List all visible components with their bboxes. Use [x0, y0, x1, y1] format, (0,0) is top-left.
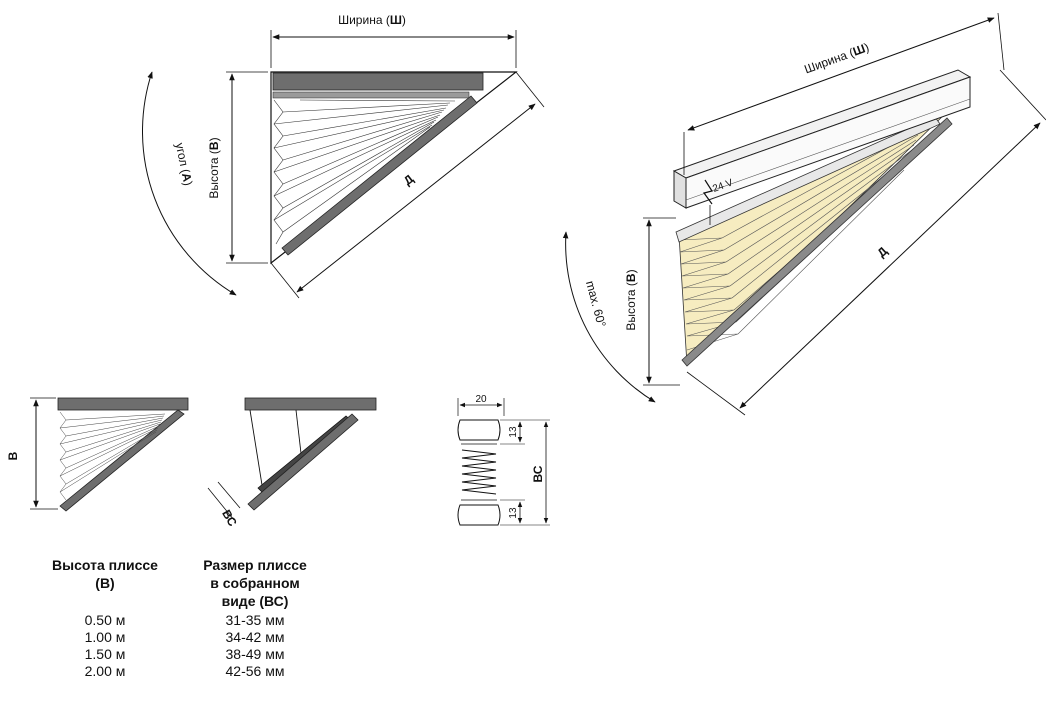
pleat-fan: [273, 99, 456, 245]
stack-label: ВС: [219, 507, 240, 529]
cell-height: 1.50 м: [84, 646, 126, 662]
small-diagram-height: В: [6, 397, 189, 512]
top-value: 13: [508, 426, 519, 438]
height-label: В: [6, 451, 20, 460]
lightning-icon: [702, 179, 713, 205]
stack-label: ВС: [531, 465, 545, 482]
diagonal-label: Д: [874, 244, 890, 260]
header-stack-line-3: виде (ВС): [221, 593, 289, 609]
cell-height: 2.00 м: [84, 663, 126, 679]
small-diagram-stack: ВС: [207, 397, 377, 529]
headrail: [244, 397, 377, 411]
angle-label: max. 60°: [583, 279, 609, 329]
table-header: Высота плиссе (В) Размер плиссе в собран…: [30, 556, 330, 610]
cell-height: 0.50 м: [84, 612, 126, 628]
right-diagram: 24 V Ширина (Ш) Высота (В) max. 60° Д: [562, 12, 1046, 416]
table-body: 0.50 м 31-35 мм 1.00 м 34-42 мм 1.50 м 3…: [30, 612, 330, 680]
header-stack: Размер плиссе в собранном виде (ВС): [180, 556, 330, 610]
angle-arc: [142, 71, 237, 296]
bottom-profile: [457, 504, 501, 526]
table-row: 1.00 м 34-42 мм: [30, 629, 330, 646]
height-label: Высота (В): [207, 137, 221, 198]
angle-arc: [562, 231, 656, 403]
detail-diagram: 20 13 13 ВС: [457, 394, 550, 526]
top-profile: [457, 419, 501, 441]
pleat-fan: [59, 411, 166, 501]
width-value: 20: [475, 394, 487, 405]
width-label: Ширина (Ш): [802, 40, 870, 76]
header-stack-line-1: Размер плиссе: [203, 557, 307, 573]
diagonal-label: Д: [401, 171, 417, 188]
diagonal-dimension: [739, 122, 1041, 409]
height-label: Высота (В): [624, 269, 638, 330]
headrail-profile: [272, 91, 470, 99]
header-height-line-1: Высота плиссе: [52, 557, 158, 573]
table-row: 2.00 м 42-56 мм: [30, 663, 330, 680]
width-label: Ширина (Ш): [338, 13, 406, 27]
bottom-value: 13: [508, 507, 519, 519]
cell-stack: 38-49 мм: [225, 646, 285, 662]
header-stack-line-2: в собранном: [210, 575, 300, 591]
pleat-size-table: Высота плиссе (В) Размер плиссе в собран…: [30, 556, 330, 680]
headrail-end: [673, 170, 687, 209]
diagonal-dimension: [296, 103, 536, 293]
table-row: 1.50 м 38-49 мм: [30, 646, 330, 663]
headrail: [272, 72, 484, 91]
diagonal-rail: [59, 409, 185, 512]
cell-stack: 42-56 мм: [225, 663, 285, 679]
header-height: Высота плиссе (В): [30, 556, 180, 610]
diagonal-rail: [247, 413, 359, 511]
cell-height: 1.00 м: [84, 629, 126, 645]
cord-left: [249, 409, 263, 486]
pleat-stack: [461, 449, 497, 495]
table-row: 0.50 м 31-35 мм: [30, 612, 330, 629]
top-left-diagram: Ширина (Ш) Высота (В) угол (А) Д: [142, 13, 545, 299]
angle-label: угол (А): [173, 141, 196, 186]
cell-stack: 31-35 мм: [225, 612, 285, 628]
header-height-line-2: (В): [95, 575, 115, 591]
width-dimension: [687, 17, 995, 131]
headrail: [57, 397, 189, 411]
cell-stack: 34-42 мм: [225, 629, 285, 645]
